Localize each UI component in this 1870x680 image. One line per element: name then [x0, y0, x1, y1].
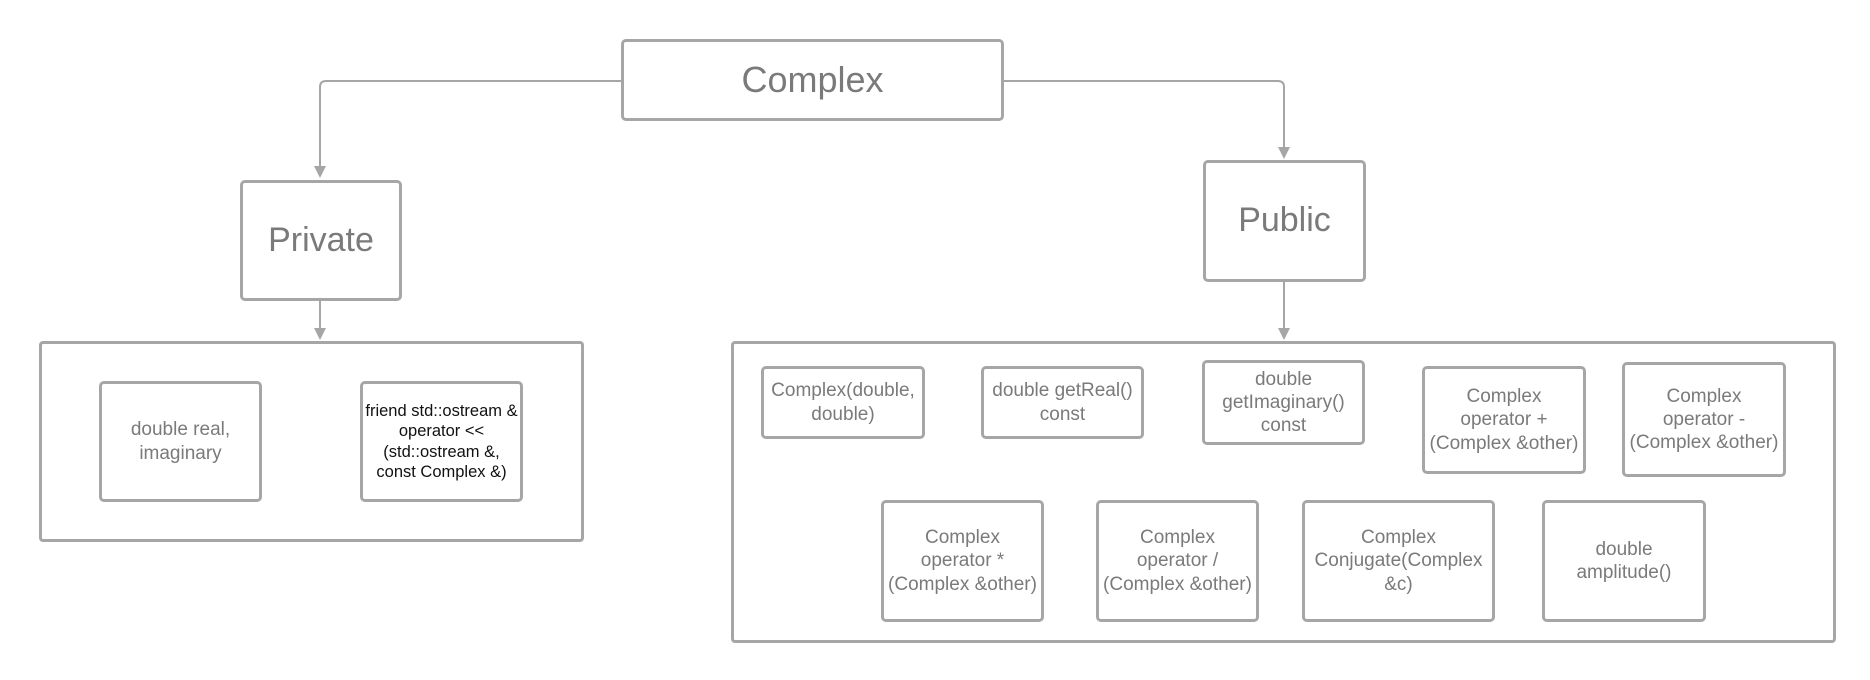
member-label: Complex(double, double) [771, 380, 915, 425]
edge-root-to-private [314, 80, 623, 178]
public-member-getreal: double getReal() const [981, 366, 1144, 439]
edge-root-to-public [1002, 80, 1290, 159]
public-member-operator-divide: Complex operator / (Complex &other) [1096, 500, 1259, 622]
public-member-conjugate: Complex Conjugate(Complex &c) [1302, 500, 1495, 622]
member-label: Complex operator / (Complex &other) [1103, 527, 1252, 595]
public-member-constructor: Complex(double, double) [761, 366, 925, 439]
private-member-fields: double real, imaginary [99, 381, 262, 502]
public-member-operator-minus: Complex operator - (Complex &other) [1622, 362, 1786, 477]
member-label: double amplitude() [1576, 538, 1672, 583]
member-label: double real, imaginary [130, 419, 231, 464]
member-label: Complex operator - (Complex &other) [1629, 385, 1779, 454]
member-label: Complex operator * (Complex &other) [888, 527, 1037, 595]
member-label: friend std::ostream & operator << (std::… [365, 402, 518, 481]
member-label: double getImaginary() const [1222, 368, 1345, 437]
root-node: Complex [621, 39, 1004, 121]
public-label: Public [1238, 201, 1331, 240]
private-member-ostream-operator: friend std::ostream & operator << (std::… [360, 381, 523, 502]
public-member-getimaginary: double getImaginary() const [1202, 360, 1365, 445]
public-member-operator-plus: Complex operator + (Complex &other) [1422, 366, 1586, 474]
public-member-amplitude: double amplitude() [1542, 500, 1706, 622]
member-label: Complex operator + (Complex &other) [1429, 386, 1579, 454]
public-node: Public [1203, 160, 1366, 282]
member-label: Complex Conjugate(Complex &c) [1314, 527, 1483, 595]
private-label: Private [268, 220, 374, 259]
public-member-operator-multiply: Complex operator * (Complex &other) [881, 500, 1044, 622]
root-label: Complex [741, 59, 884, 101]
member-label: double getReal() const [992, 380, 1133, 425]
private-node: Private [240, 180, 402, 301]
